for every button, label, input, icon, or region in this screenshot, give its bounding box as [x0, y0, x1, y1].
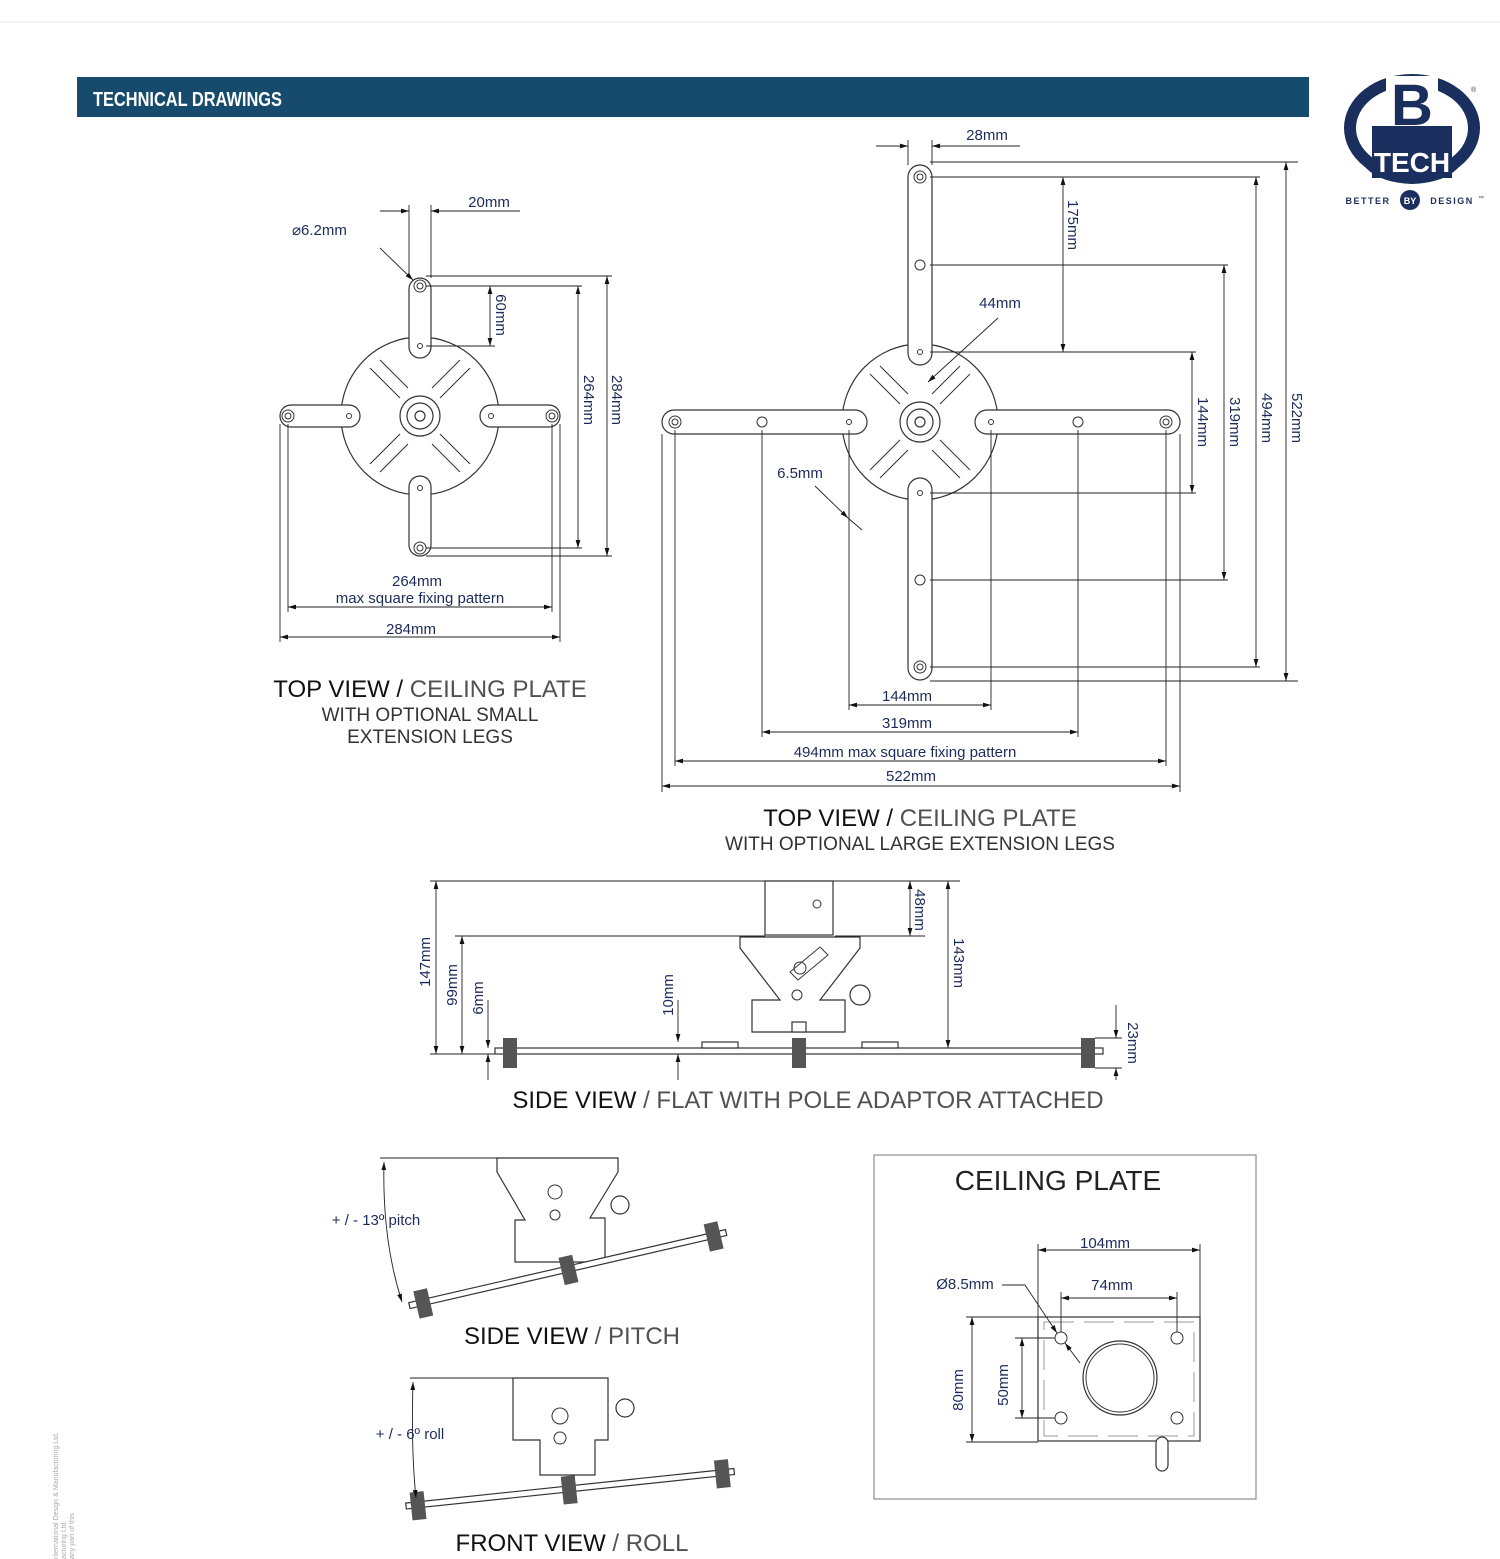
ceiling-plate-panel: CEILING PLATE 104mm Ø8.5mm 74mm 80mm 50m…	[873, 1154, 1257, 1500]
view-title: FRONT VIEW / ROLL	[456, 1530, 689, 1557]
svg-text:™: ™	[1478, 195, 1484, 202]
dim-label: 522mm	[886, 768, 936, 785]
header-bar: TECHNICAL DRAWINGS	[77, 77, 1309, 117]
view-title: TOP VIEW / CEILING PLATE	[763, 805, 1076, 832]
dim-label: 264mm	[392, 573, 442, 590]
side-view-pitch-drawing: + / - 13º pitch SIDE VIEW / PITCH	[332, 1157, 728, 1350]
dim-label: 319mm	[1226, 397, 1243, 447]
header-title: TECHNICAL DRAWINGS	[93, 87, 282, 110]
dim-label: 10mm	[660, 974, 677, 1016]
svg-text:DESIGN: DESIGN	[1430, 196, 1474, 206]
dim-label: 494mm max square fixing pattern	[794, 744, 1017, 761]
dim-label: 28mm	[966, 127, 1008, 144]
legal-notice: nternational Design & Manufacturing Ltd.…	[53, 1432, 76, 1559]
svg-text:acturing Ltd.: acturing Ltd.	[61, 1520, 68, 1559]
dim-label: 264mm	[580, 375, 597, 425]
dim-label: 284mm	[608, 375, 625, 425]
svg-text:BETTER: BETTER	[1346, 196, 1391, 206]
dim-label: max square fixing pattern	[336, 590, 504, 607]
svg-text:TECH: TECH	[1374, 147, 1450, 178]
dim-label: ⌀6.2mm	[292, 222, 347, 239]
dim-label: 6mm	[470, 981, 487, 1014]
dim-label: 104mm	[1080, 1235, 1130, 1252]
svg-text:nternational Design & Manufact: nternational Design & Manufacturing Ltd.	[53, 1432, 60, 1559]
top-view-large-drawing: 28mm 175mm 44mm 6.5mm 144mm 319mm 494mm …	[661, 127, 1305, 855]
svg-text:®: ®	[1471, 86, 1477, 94]
dim-label: 319mm	[882, 715, 932, 732]
dim-label: 284mm	[386, 621, 436, 638]
dim-label: Ø8.5mm	[936, 1276, 994, 1293]
dim-label: 6.5mm	[777, 465, 823, 482]
side-view-flat-drawing: 147mm 99mm 6mm 10mm 48mm 143mm 23mm SIDE…	[417, 880, 1141, 1114]
dim-label: 20mm	[468, 194, 510, 211]
dim-label: 143mm	[950, 938, 967, 988]
angle-label: + / - 13º pitch	[332, 1212, 420, 1229]
view-title: TOP VIEW / CEILING PLATE	[273, 676, 586, 703]
dim-label: 147mm	[417, 937, 434, 987]
panel-title: CEILING PLATE	[955, 1165, 1161, 1196]
dim-label: 80mm	[950, 1369, 967, 1411]
dim-label: 99mm	[444, 964, 461, 1006]
dim-label: 494mm	[1258, 393, 1275, 443]
angle-label: + / - 6º roll	[376, 1426, 444, 1443]
dim-label: 44mm	[979, 295, 1021, 312]
svg-text:any part of this: any part of this	[69, 1513, 76, 1559]
dim-label: 74mm	[1091, 1277, 1133, 1294]
dim-label: 144mm	[882, 688, 932, 705]
dim-label: 522mm	[1288, 393, 1305, 443]
dim-label: 50mm	[995, 1364, 1012, 1406]
view-subtitle: WITH OPTIONAL LARGE EXTENSION LEGS	[725, 834, 1115, 855]
view-subtitle: EXTENSION LEGS	[347, 727, 513, 748]
view-title: SIDE VIEW / PITCH	[464, 1323, 680, 1350]
dim-label: 60mm	[492, 294, 509, 336]
svg-text:BY: BY	[1404, 196, 1417, 206]
btech-logo: B TECH ® BETTER BY DESIGN ™	[1344, 73, 1484, 210]
top-view-small-drawing: 20mm ⌀6.2mm 60mm 264mm 284mm 264mm max s…	[273, 194, 625, 748]
svg-text:B: B	[1391, 73, 1433, 138]
view-subtitle: WITH OPTIONAL SMALL	[322, 705, 539, 726]
front-view-roll-drawing: + / - 6º roll FRONT VIEW / ROLL	[376, 1377, 736, 1557]
dim-label: 175mm	[1064, 200, 1081, 250]
view-title: SIDE VIEW / FLAT WITH POLE ADAPTOR ATTAC…	[512, 1087, 1103, 1114]
dim-label: 48mm	[911, 889, 928, 931]
dim-label: 23mm	[1124, 1022, 1141, 1064]
dim-label: 144mm	[1194, 397, 1211, 447]
